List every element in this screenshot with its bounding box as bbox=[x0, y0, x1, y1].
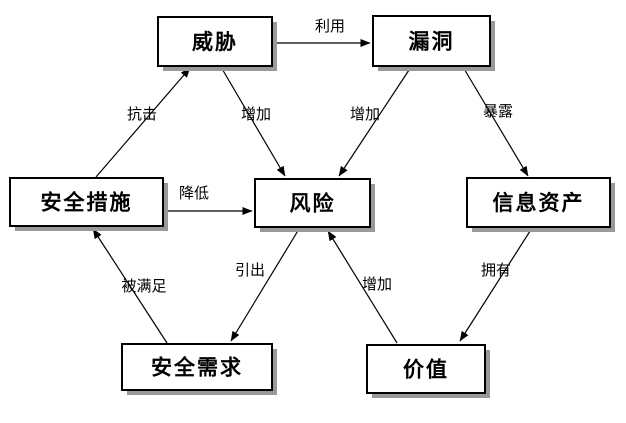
node-value: 价值 bbox=[366, 344, 490, 398]
node-label-threat: 威胁 bbox=[192, 30, 238, 54]
edge-line-increase-vulnerability bbox=[338, 66, 412, 177]
edge-reduce: 降低 bbox=[164, 185, 253, 215]
edge-label-resist: 抗击 bbox=[127, 106, 157, 123]
edge-lead-to: 引出 bbox=[230, 228, 300, 342]
node-box-risk bbox=[254, 178, 371, 228]
node-risk: 风险 bbox=[254, 178, 375, 232]
edge-line-resist bbox=[95, 67, 191, 178]
node-label-vulnerability: 漏洞 bbox=[409, 30, 455, 54]
edge-label-possess: 拥有 bbox=[481, 262, 511, 279]
node-label-security-requirements: 安全需求 bbox=[151, 356, 243, 380]
edge-line-increase-value bbox=[327, 230, 398, 344]
node-label-risk: 风险 bbox=[290, 192, 336, 216]
node-box-vulnerability bbox=[372, 15, 491, 67]
edge-line-expose bbox=[462, 66, 529, 177]
node-label-information-assets: 信息资产 bbox=[493, 191, 585, 215]
edge-resist: 抗击 bbox=[95, 67, 191, 178]
edge-label-increase-threat: 增加 bbox=[241, 106, 271, 123]
node-label-value: 价值 bbox=[403, 358, 449, 382]
edge-increase-value: 增加 bbox=[327, 230, 398, 344]
edge-increase-threat: 增加 bbox=[220, 66, 286, 177]
node-box-threat bbox=[157, 16, 273, 67]
edge-line-satisfied bbox=[92, 228, 168, 344]
edge-possess: 拥有 bbox=[459, 227, 533, 342]
edge-label-increase-vulnerability: 增加 bbox=[350, 106, 380, 123]
edge-label-reduce: 降低 bbox=[179, 185, 209, 202]
edge-line-possess bbox=[459, 227, 533, 342]
node-box-value bbox=[366, 344, 486, 394]
node-threat: 威胁 bbox=[157, 16, 277, 71]
node-security-requirements: 安全需求 bbox=[121, 343, 277, 395]
node-box-security-requirements bbox=[121, 343, 273, 391]
edge-increase-vulnerability: 增加 bbox=[338, 66, 412, 177]
node-box-information-assets bbox=[466, 177, 611, 228]
edge-line-increase-threat bbox=[220, 66, 286, 177]
edge-label-expose: 暴露 bbox=[483, 103, 513, 120]
edge-exploit: 利用 bbox=[273, 18, 371, 47]
node-label-security-measures: 安全措施 bbox=[41, 191, 133, 215]
edge-label-lead-to: 引出 bbox=[235, 262, 265, 279]
edge-label-exploit: 利用 bbox=[315, 18, 345, 35]
edges-layer: 利用抗击增加增加暴露降低被满足引出增加拥有 bbox=[92, 18, 533, 344]
node-security-measures: 安全措施 bbox=[9, 177, 168, 231]
edge-label-satisfied: 被满足 bbox=[121, 278, 166, 295]
node-information-assets: 信息资产 bbox=[466, 177, 615, 232]
node-vulnerability: 漏洞 bbox=[372, 15, 495, 71]
node-box-security-measures bbox=[9, 177, 164, 227]
edge-label-increase-value: 增加 bbox=[362, 276, 392, 293]
edge-satisfied: 被满足 bbox=[92, 228, 168, 344]
edge-line-lead-to bbox=[230, 228, 300, 342]
edge-expose: 暴露 bbox=[462, 66, 529, 177]
